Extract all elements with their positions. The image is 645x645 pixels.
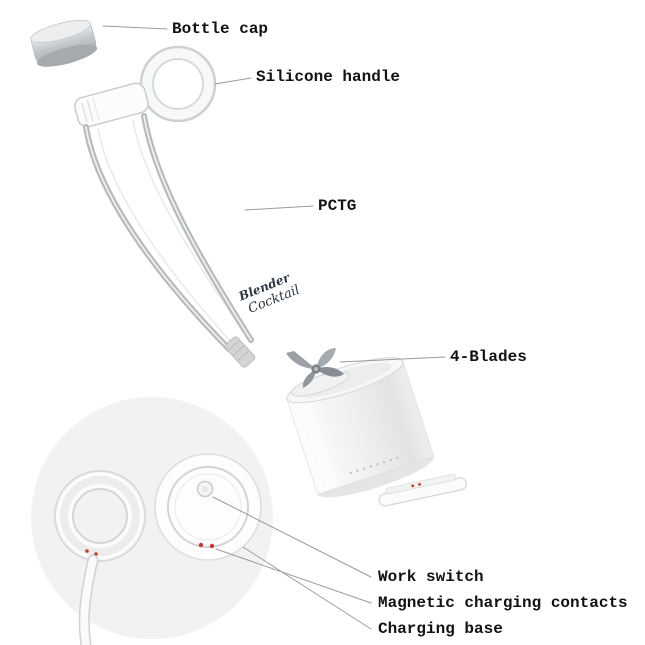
charging-disc-graphic	[154, 453, 262, 561]
label-bottle-cap: Bottle cap	[172, 20, 269, 38]
charging-ring-graphic	[54, 470, 146, 562]
label-magnetic-charging-contacts: Magnetic charging contacts	[378, 594, 628, 612]
callout-work-switch	[212, 496, 372, 578]
magnetic-contact-dot	[198, 542, 204, 548]
callout-pctg	[244, 205, 314, 211]
charging-base-side-graphic	[378, 473, 467, 507]
side-contact-dot	[418, 482, 421, 486]
ring-contact-dot	[94, 552, 98, 556]
vent-dots	[349, 456, 399, 475]
callout-bottle-cap	[102, 25, 168, 30]
callout-blades	[339, 356, 446, 363]
ring-contact-dot	[85, 549, 89, 553]
callout-silicone-handle	[214, 77, 252, 85]
bottle-neck-collar	[74, 82, 149, 128]
blades-graphic	[286, 348, 344, 388]
callout-lines	[102, 25, 446, 630]
charging-cable	[78, 554, 99, 645]
brand-logo: Blender Cocktail	[236, 270, 302, 317]
magnetic-contact-dot	[209, 543, 215, 549]
label-silicone-handle: Silicone handle	[256, 68, 401, 86]
label-work-switch: Work switch	[378, 568, 484, 586]
label-charging-base: Charging base	[378, 620, 503, 638]
silicone-handle-graphic	[139, 45, 217, 123]
callout-magnetic-contacts	[215, 548, 372, 604]
callout-charging-base	[242, 546, 372, 630]
side-contact-dot	[411, 484, 415, 488]
bottle-body-graphic: Blender Cocktail	[83, 113, 302, 368]
label-pctg: PCTG	[318, 197, 357, 215]
blade-gasket	[290, 371, 350, 397]
bottle-cap-graphic	[30, 19, 98, 67]
bottle-thread-tip	[224, 336, 256, 368]
label-blades: 4-Blades	[450, 348, 527, 366]
